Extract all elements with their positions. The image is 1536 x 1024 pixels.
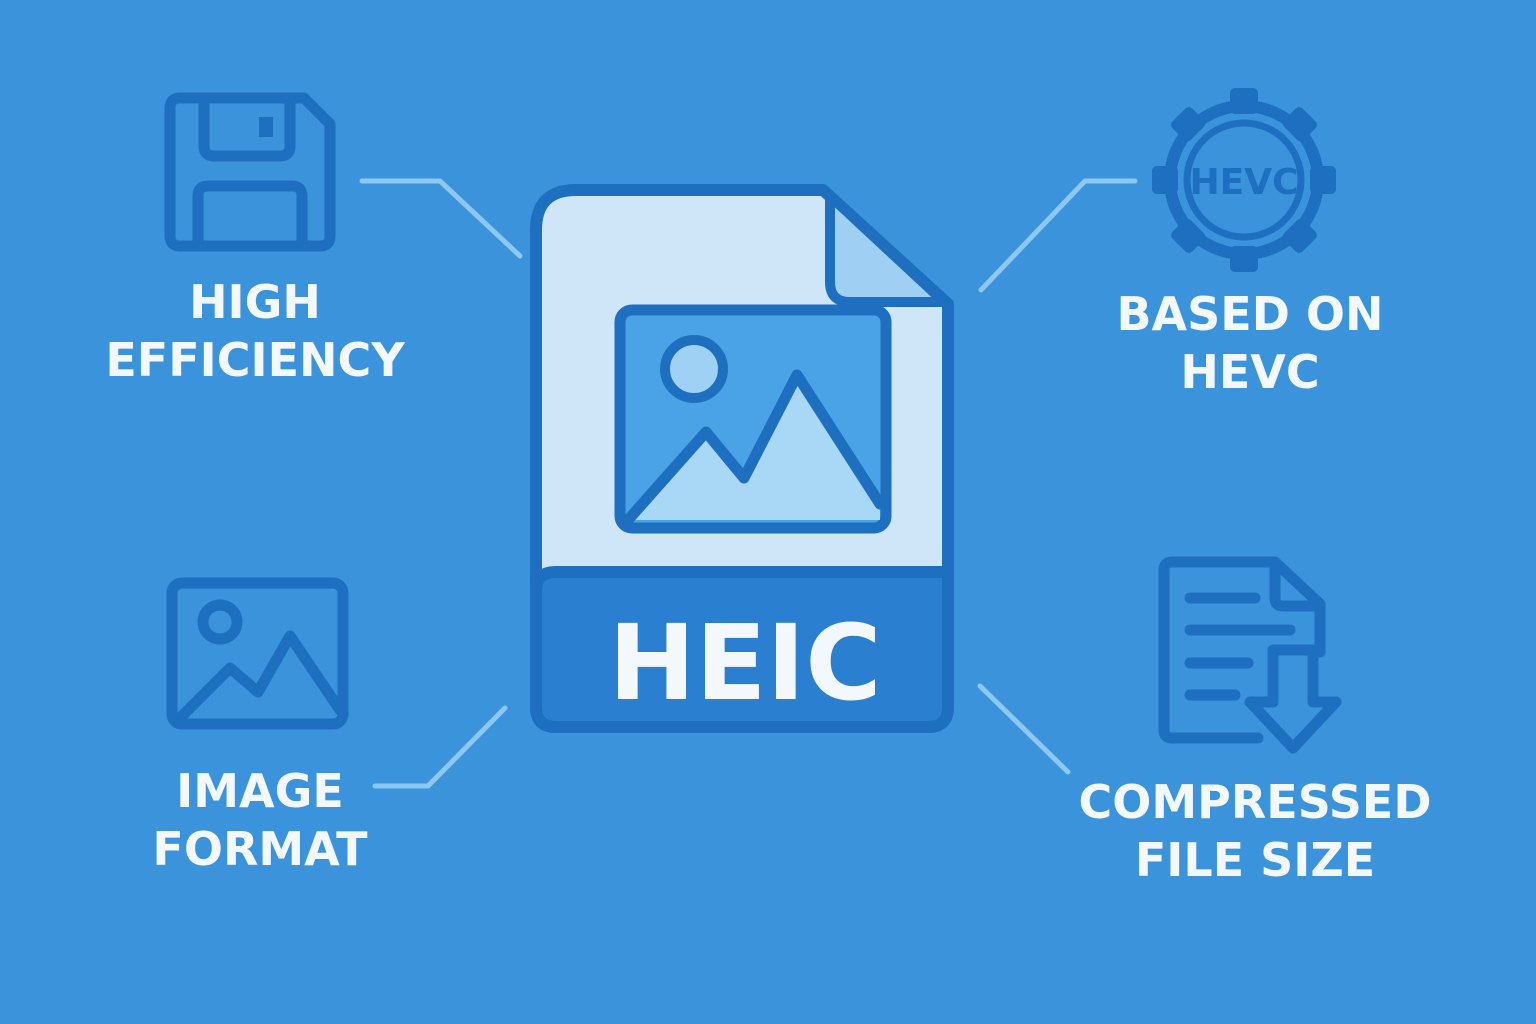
gear-icon: HEVC — [1152, 88, 1336, 272]
image-format-line2: FORMAT — [152, 822, 368, 876]
document-download-icon — [1158, 556, 1342, 754]
high-efficiency-label: HIGH EFFICIENCY — [100, 273, 410, 389]
based-on-hevc-label: BASED ON HEVC — [1090, 285, 1410, 401]
connector-top-right — [978, 178, 1138, 293]
based-on-hevc-line2: HEVC — [1180, 345, 1320, 399]
based-on-hevc-line1: BASED ON — [1116, 287, 1384, 341]
gear-badge-text: HEVC — [1189, 162, 1298, 203]
image-format-line1: IMAGE — [176, 764, 344, 818]
floppy-disk-icon — [164, 92, 336, 252]
high-efficiency-line2: EFFICIENCY — [105, 333, 405, 387]
connector-bottom-right — [977, 683, 1071, 775]
compressed-file-size-line1: COMPRESSED — [1078, 775, 1432, 829]
image-format-label: IMAGE FORMAT — [110, 762, 410, 878]
connector-top-left — [359, 178, 523, 259]
heic-format-label: HEIC — [608, 602, 882, 724]
compressed-file-size-label: COMPRESSED FILE SIZE — [1070, 773, 1440, 889]
compressed-file-size-line2: FILE SIZE — [1134, 833, 1376, 887]
connector-bottom-left — [372, 705, 508, 789]
image-icon — [166, 577, 349, 730]
heic-file-icon — [530, 184, 954, 733]
high-efficiency-line1: HIGH — [189, 275, 321, 329]
connector-lines — [359, 178, 1138, 789]
